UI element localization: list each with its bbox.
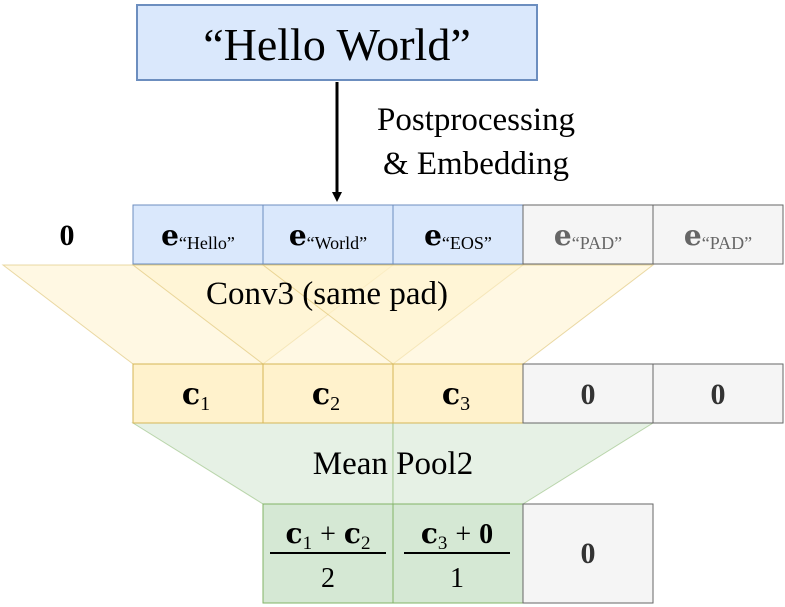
pool-zero: 0: [581, 537, 596, 570]
frac1-num-b-sub: 2: [361, 533, 371, 554]
conv-label-3: c3: [442, 377, 470, 415]
frac1-num-b: c: [344, 517, 361, 550]
pool-label: Mean Pool2: [313, 446, 473, 482]
conv-zero-cell-2: [652, 363, 784, 424]
frac2-num-a-sub: 3: [438, 533, 448, 554]
embedding-base-1: e: [161, 219, 179, 252]
embedding-cell-3: [392, 204, 524, 265]
conv-sub-2: 2: [330, 393, 340, 415]
frac1-op: +: [320, 519, 336, 550]
input-text: “Hello World”: [203, 19, 471, 70]
frac2-op: +: [455, 519, 471, 550]
input-text-box: [136, 4, 538, 81]
conv-base-3: c: [442, 377, 460, 412]
conv-sub-1: 1: [200, 393, 210, 415]
conv-cell-1: [132, 363, 264, 424]
conv-label: Conv3 (same pad): [206, 276, 448, 312]
frac2-num-a: c: [421, 517, 438, 550]
embedding-sub-1: “Hello”: [179, 233, 235, 253]
embedding-label-3: e“EOS”: [424, 219, 492, 253]
conv-zero-cell-1: [522, 363, 654, 424]
embedding-sub-2: “World”: [307, 233, 368, 253]
embedding-label-1: e“Hello”: [161, 219, 235, 253]
conv-base-2: c: [312, 377, 330, 412]
embedding-cell-5: [652, 204, 784, 265]
embedding-sub-4: “PAD”: [572, 233, 622, 253]
embedding-base-4: e: [554, 219, 572, 252]
pool-fraction-1-numerator: c1+c2: [286, 517, 371, 554]
embedding-sub-3: “EOS”: [442, 233, 492, 253]
embedding-cell-2: [262, 204, 394, 265]
pool-zero-cell: [522, 503, 654, 604]
conv-label-1: c1: [182, 377, 210, 415]
conv-base-1: c: [182, 377, 200, 412]
embedding-label-2: e“World”: [289, 219, 367, 253]
arrow-label-line1: Postprocessing: [377, 102, 575, 138]
embedding-base-5: e: [684, 219, 702, 252]
conv-label-2: c2: [312, 377, 340, 415]
pool-fraction-1-denominator: 2: [321, 563, 335, 594]
embedding-base-2: e: [289, 219, 307, 252]
conv-sub-3: 3: [460, 393, 470, 415]
embedding-cell-4: [522, 204, 654, 265]
pool-fraction-2-denominator: 1: [450, 563, 464, 594]
pool-fraction-2-numerator: c3 +0: [421, 517, 493, 554]
frac1-num-a: c: [286, 517, 303, 550]
conv-cell-3: [392, 363, 524, 424]
embedding-label-4: e“PAD”: [554, 219, 622, 253]
left-pad-zero: 0: [60, 219, 75, 252]
conv-zero-1: 0: [581, 378, 596, 411]
frac1-num-a-sub: 1: [303, 533, 313, 554]
embedding-base-3: e: [424, 219, 442, 252]
frac2-num-b: 0: [479, 519, 493, 550]
embedding-cell-1: [132, 204, 264, 265]
embedding-label-5: e“PAD”: [684, 219, 752, 253]
arrow-label-line2: & Embedding: [383, 146, 569, 182]
conv-zero-2: 0: [711, 378, 726, 411]
embedding-sub-5: “PAD”: [702, 233, 752, 253]
